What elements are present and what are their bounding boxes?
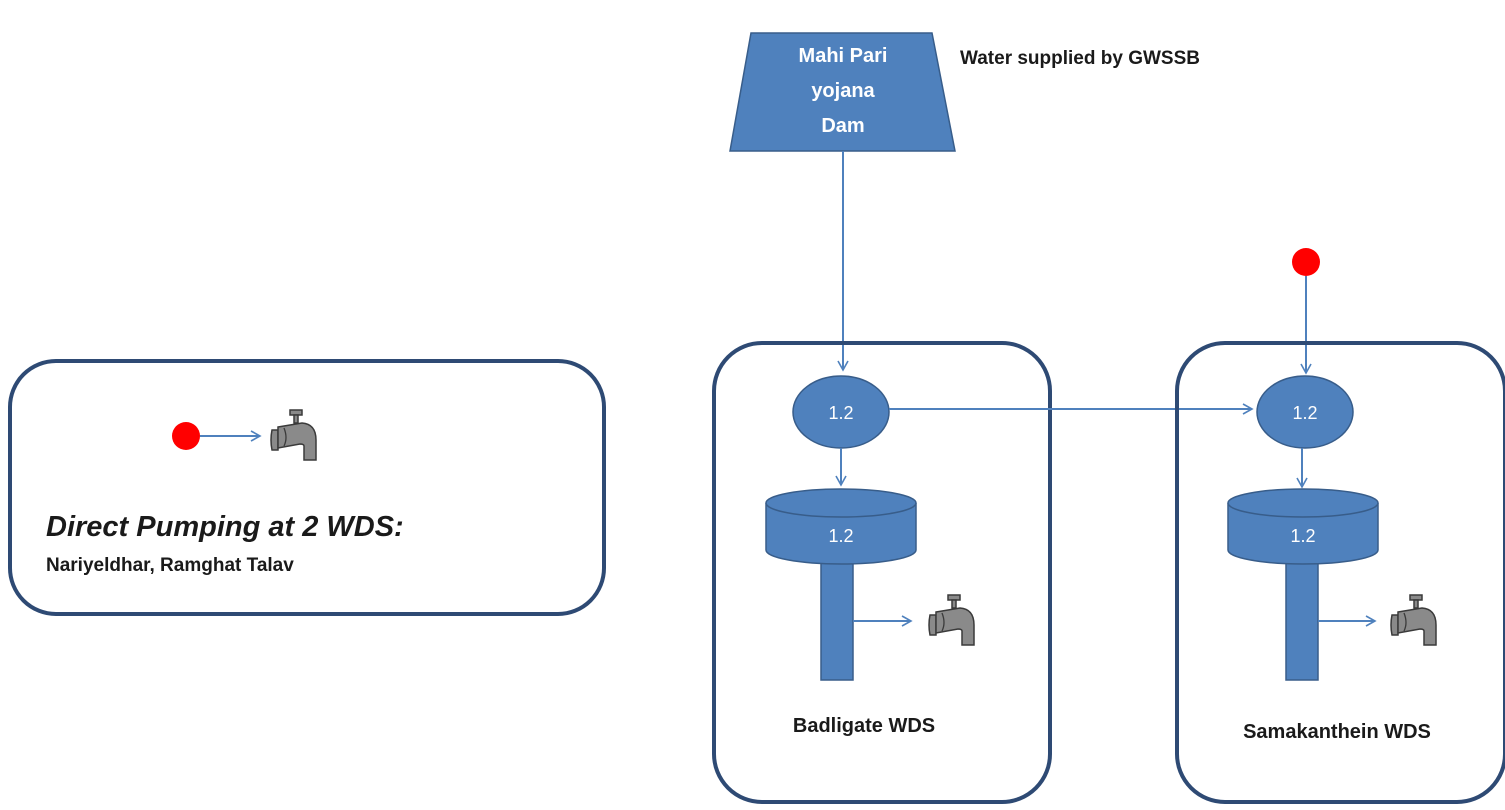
tank-value-samakanthein: 1.2: [1290, 526, 1315, 546]
tap-icon: [270, 409, 317, 461]
tap-icon: [1390, 594, 1437, 646]
dam-label-line-2: yojana: [811, 80, 875, 102]
station-box-samakanthein: [1175, 341, 1505, 804]
pump-dot: [172, 422, 200, 450]
node-samakanthein: [1256, 375, 1354, 449]
station-name-samakanthein: Samakanthein WDS: [1243, 721, 1431, 743]
node-value-badligate: 1.2: [828, 403, 853, 423]
tank-stem-badligate: [820, 552, 854, 681]
pump-dot: [1292, 248, 1320, 276]
station-name-badligate: Badligate WDS: [793, 715, 935, 737]
legend-subtitle: Nariyeldhar, Ramghat Talav: [46, 555, 294, 576]
dam-shape: [729, 32, 956, 152]
legend-title: Direct Pumping at 2 WDS:: [46, 511, 404, 543]
tank-top-badligate: [765, 488, 917, 518]
tank-value-badligate: 1.2: [828, 526, 853, 546]
dam-label-line-1: Mahi Pari: [799, 45, 888, 67]
tank-body-badligate: [765, 503, 917, 565]
tank-top-samakanthein: [1227, 488, 1379, 518]
tap-icon: [928, 594, 975, 646]
tank-stem-samakanthein: [1285, 552, 1319, 681]
supply-note: Water supplied by GWSSB: [960, 48, 1200, 69]
node-value-samakanthein: 1.2: [1292, 403, 1317, 423]
dam-label-line-3: Dam: [821, 115, 864, 137]
station-box-badligate: [712, 341, 1052, 804]
tank-body-samakanthein: [1227, 503, 1379, 565]
legend-box: [8, 359, 606, 616]
